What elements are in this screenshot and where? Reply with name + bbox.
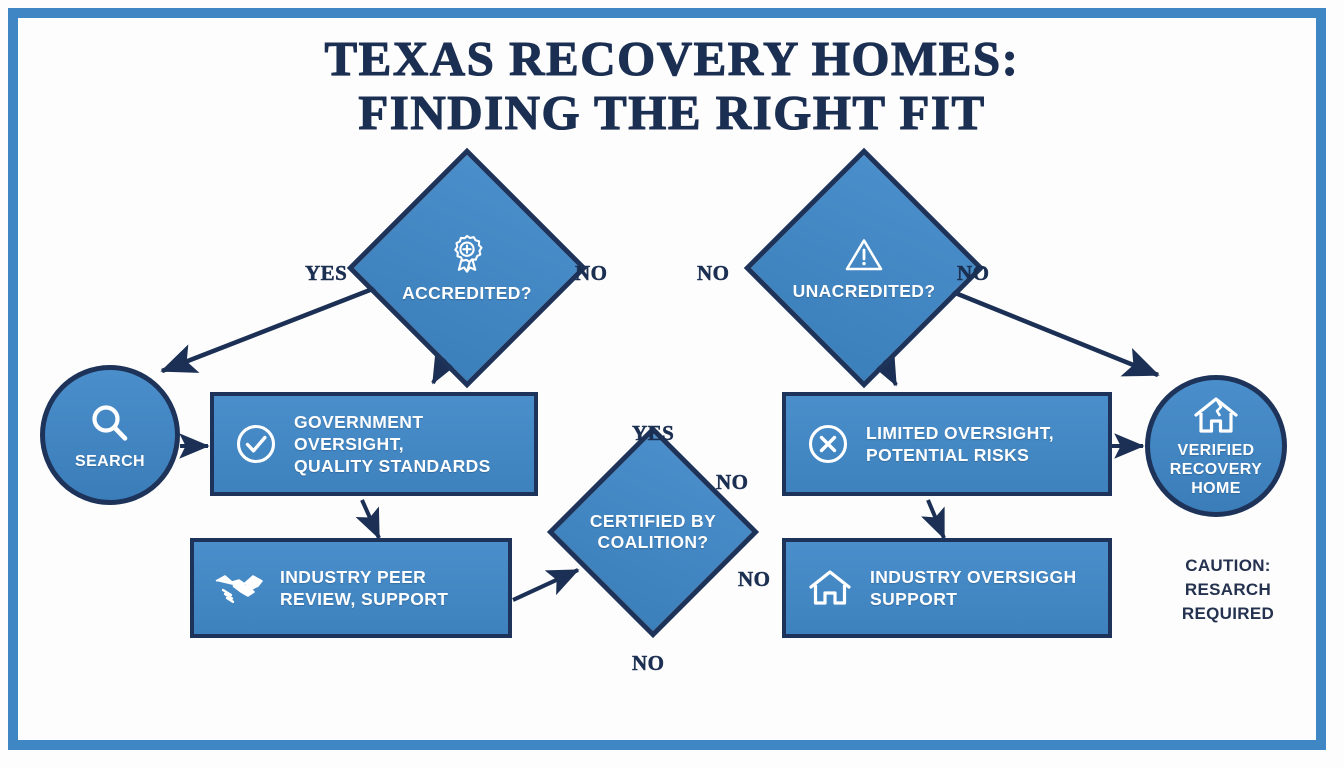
diamond-shape xyxy=(346,147,588,389)
check-circle-icon xyxy=(234,422,278,466)
node-label-industry-oversight-support: Industry Oversiggh Support xyxy=(870,566,1077,610)
search-icon xyxy=(86,400,134,448)
label-line-2: Recovery xyxy=(1169,460,1263,478)
node-label-verified-recovery-home: Verified Recovery Home xyxy=(1170,441,1262,498)
node-limited-oversight[interactable]: Limited Oversight, Potential Risks xyxy=(782,392,1112,496)
label-line-3: Home xyxy=(1191,479,1241,497)
label-line-1: Limited Oversight, xyxy=(866,423,1055,443)
label-line-1: Industry Oversiggh xyxy=(870,567,1077,587)
x-circle-icon xyxy=(806,422,850,466)
handshake-icon xyxy=(214,569,264,607)
diamond-shape xyxy=(546,425,760,639)
edge-label-accredited-no: No xyxy=(575,261,608,286)
page-title: Texas Recovery Homes: Finding the Right … xyxy=(0,31,1344,140)
label-line-2: Quality Standards xyxy=(294,456,491,476)
house-icon xyxy=(1192,395,1240,437)
node-government-oversight[interactable]: Government Oversight, Quality Standards xyxy=(210,392,538,496)
decision-node-unacredited[interactable]: Unacredited? xyxy=(743,147,985,389)
node-label-industry-peer-review: Industry Peer Review, Support xyxy=(280,566,448,610)
caution-note: Caution: Resarch Required xyxy=(1138,554,1318,626)
node-industry-peer-review[interactable]: Industry Peer Review, Support xyxy=(190,538,512,638)
label-line-1: Government Oversight, xyxy=(294,412,424,454)
decision-node-accredited[interactable]: Accredited? xyxy=(346,147,588,389)
label-line-1: Industry Peer xyxy=(280,567,427,587)
diamond-shape xyxy=(743,147,985,389)
label-line-2: Potential Risks xyxy=(866,445,1030,465)
edge-label-unacredited-no-right: No xyxy=(957,261,990,286)
node-verified-recovery-home[interactable]: Verified Recovery Home xyxy=(1145,375,1287,517)
edge-label-accredited-yes: Yes xyxy=(305,261,348,286)
node-label-search: Search xyxy=(75,452,145,470)
node-label-limited-oversight: Limited Oversight, Potential Risks xyxy=(866,422,1054,466)
node-search[interactable]: Search xyxy=(40,365,180,505)
caution-line-3: Required xyxy=(1181,604,1275,623)
decision-node-certified-by-coalition[interactable]: Certified by Coalition? xyxy=(546,425,760,639)
label-line-2: Review, Support xyxy=(280,589,449,609)
edge-label-certified-no-lower: No xyxy=(738,567,771,592)
home-outline-icon xyxy=(806,566,854,610)
edge-label-certified-no-bottom: No xyxy=(632,651,665,676)
title-line-2: Finding the Right Fit xyxy=(358,85,986,140)
caution-line-1: Caution: xyxy=(1185,556,1271,575)
title-line-1: Texas Recovery Homes: xyxy=(324,31,1020,86)
edge-label-certified-no-upper: No xyxy=(716,470,749,495)
edge-label-certified-yes: Yes xyxy=(632,421,675,446)
label-line-2: Support xyxy=(870,589,958,609)
node-label-government-oversight: Government Oversight, Quality Standards xyxy=(294,411,534,477)
caution-line-2: Resarch xyxy=(1184,580,1272,599)
edge-label-unacredited-no-left: No xyxy=(697,261,730,286)
node-industry-oversight-support[interactable]: Industry Oversiggh Support xyxy=(782,538,1112,638)
label-line-1: Verified xyxy=(1177,441,1255,459)
